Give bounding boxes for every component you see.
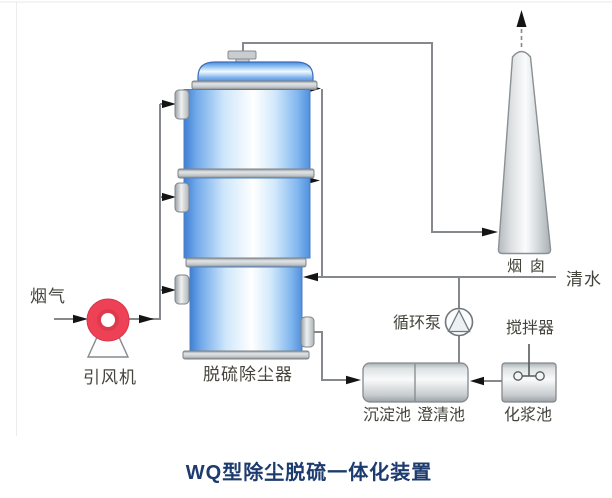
arrow-inlet-bottom-icon <box>162 285 176 295</box>
label-slurry-tank: 化浆池 <box>504 406 552 424</box>
arrow-to-chimney-icon <box>482 227 498 237</box>
pipe-tower-drain <box>312 331 346 381</box>
tower-nozzle-left-2 <box>174 182 190 213</box>
label-chimney: 烟 囱 <box>507 258 547 275</box>
arrow-to-sedimentation-icon <box>346 375 361 385</box>
circulation-pump <box>444 307 474 337</box>
tower-cap-fitting <box>227 50 257 60</box>
pump-impeller-symbol <box>447 309 471 333</box>
tower-section-1 <box>183 89 311 170</box>
label-sedimentation-tank: 沉淀池 <box>363 406 411 424</box>
label-flue-gas: 烟气 <box>30 287 66 306</box>
tower-dome <box>197 61 314 83</box>
agitator-symbol <box>513 344 545 381</box>
pipe-left-riser <box>159 103 163 320</box>
diagram-title: WQ型除尘脱硫一体化装置 <box>186 460 432 484</box>
label-tower: 脱硫除尘器 <box>203 365 293 384</box>
pipe-tower-to-chimney <box>242 42 484 233</box>
tanks <box>362 344 557 403</box>
tower-base-plate <box>182 350 310 360</box>
tower-band-1 <box>191 80 318 90</box>
label-clarifier-tank: 澄清池 <box>417 406 465 424</box>
arrow-exhaust-up-icon <box>516 10 527 27</box>
tower <box>174 50 318 360</box>
tower-nozzle-left-1 <box>174 89 190 120</box>
label-agitator: 搅拌器 <box>506 319 554 337</box>
piping <box>54 28 556 382</box>
fan-hub <box>101 313 115 327</box>
chimney-cone <box>497 50 552 255</box>
arrow-flue-gas-icon <box>73 314 88 324</box>
chimney <box>497 50 552 255</box>
label-clean-water: 清水 <box>566 270 602 289</box>
agitator-paddle-right <box>535 371 545 381</box>
tower-band-2 <box>177 168 315 179</box>
arrow-inlet-top-icon <box>162 99 176 109</box>
agitator-paddle-left <box>513 371 523 381</box>
tower-band-3 <box>185 257 307 268</box>
tower-section-3 <box>189 266 303 352</box>
tower-nozzle-right <box>300 316 315 348</box>
label-fan: 引风机 <box>83 368 137 387</box>
induced-draft-fan <box>86 298 130 358</box>
arrow-clean-water-icon <box>303 272 318 282</box>
arrow-fan-outlet-icon <box>139 314 154 324</box>
label-pump: 循环泵 <box>393 314 441 332</box>
tower-nozzle-left-3 <box>174 274 190 305</box>
arrow-slurry-icon <box>470 376 484 386</box>
arrow-inlet-mid-icon <box>162 192 176 202</box>
tower-section-2 <box>183 177 311 259</box>
